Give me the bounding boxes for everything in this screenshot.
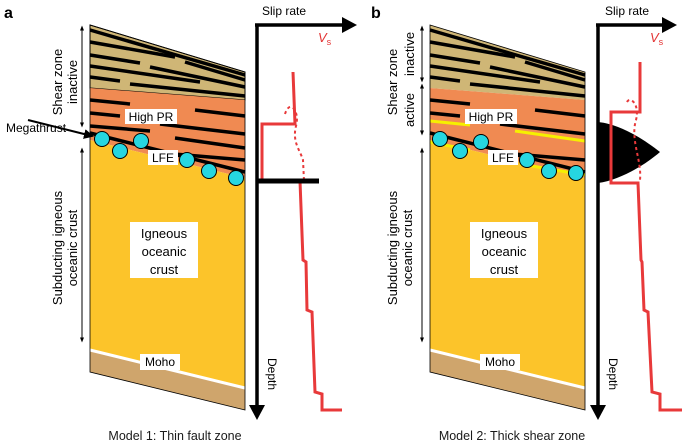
- lfe-circle: [541, 163, 557, 179]
- lfe-circle: [568, 165, 584, 181]
- slip-rate-arrowhead: [342, 17, 357, 33]
- inactive-label: inactive: [65, 60, 80, 104]
- igneous-label-box: [130, 222, 198, 278]
- vs-label: Vs: [318, 30, 332, 47]
- inactive-label: inactive: [402, 32, 417, 76]
- igneous-label-line2: oceanic: [482, 244, 527, 259]
- slip-rate-profile: [598, 122, 660, 183]
- high-pr-label-box: [465, 109, 517, 124]
- subducting-label-line1: Subducting igneous: [385, 190, 400, 305]
- lfe-circle: [473, 134, 489, 150]
- moho-label-box: [140, 354, 180, 370]
- crust-column-a: High PR LFE Igneous oceanic crust Moho: [89, 24, 246, 411]
- panel-letter-b: b: [371, 5, 381, 22]
- sediment-stripes: [429, 28, 586, 98]
- lfe-events: [432, 131, 584, 181]
- sediment-layer: [430, 25, 585, 100]
- slip-rate-label: Slip rate: [605, 4, 649, 18]
- moho-label-box: [480, 354, 520, 370]
- sediment-stripes: [89, 28, 246, 98]
- subducting-label-line1: Subducting igneous: [50, 190, 65, 305]
- high-pr-label: High PR: [129, 110, 174, 124]
- panel-b: b: [371, 4, 682, 443]
- depth-label: Depth: [606, 358, 620, 390]
- panel-letter-a: a: [4, 5, 13, 22]
- vs-profile-dashed: [626, 99, 642, 181]
- lfe-events: [94, 131, 244, 186]
- lfe-circle: [228, 170, 244, 186]
- mantle-layer: [90, 350, 245, 410]
- igneous-label-line3: crust: [490, 262, 519, 277]
- lfe-circle: [133, 133, 149, 149]
- depth-label: Depth: [265, 358, 279, 390]
- lfe-label: LFE: [492, 151, 514, 165]
- slip-rate-arrowhead: [662, 17, 677, 33]
- depth-arrowhead: [590, 405, 606, 420]
- vs-profile-dashed: [284, 106, 305, 182]
- lfe-circle: [112, 143, 128, 159]
- igneous-label-line3: crust: [150, 262, 179, 277]
- crust-column-b: High PR LFE Igneous oceanic crust Moho: [429, 24, 586, 411]
- shear-zone-label: Shear zone: [50, 49, 65, 116]
- vs-profile: [260, 71, 342, 412]
- lfe-circle: [519, 152, 535, 168]
- lfe-circle: [179, 152, 195, 168]
- column-outline: [89, 24, 246, 411]
- panel-a: a: [4, 4, 357, 443]
- lfe-circle: [432, 131, 448, 147]
- lfe-circle: [94, 131, 110, 147]
- igneous-label-line1: Igneous: [481, 226, 528, 241]
- high-pr-label: High PR: [469, 110, 514, 124]
- lfe-circle: [201, 163, 217, 179]
- lfe-label-box: [488, 150, 518, 165]
- lfe-circle: [452, 143, 468, 159]
- moho-label: Moho: [145, 355, 175, 369]
- shear-zone-label: Shear zone: [385, 49, 400, 116]
- subducting-label-line2: oceanic crust: [65, 209, 80, 286]
- caption-a: Model 1: Thin fault zone: [108, 429, 241, 443]
- vs-profile: [609, 62, 682, 412]
- column-outline: [429, 24, 586, 411]
- megathrust-label: Megathrust: [6, 121, 67, 135]
- depth-arrowhead: [249, 405, 265, 420]
- slip-rate-label: Slip rate: [262, 4, 306, 18]
- lfe-label-box: [148, 150, 178, 165]
- mantle-layer: [430, 350, 585, 410]
- active-label: active: [402, 93, 417, 127]
- subducting-label-line2: oceanic crust: [400, 209, 415, 286]
- vs-label: Vs: [650, 30, 664, 47]
- lfe-label: LFE: [152, 151, 174, 165]
- igneous-label-line1: Igneous: [141, 226, 188, 241]
- igneous-label-line2: oceanic: [142, 244, 187, 259]
- caption-b: Model 2: Thick shear zone: [439, 429, 585, 443]
- igneous-label-box: [470, 222, 538, 278]
- high-pr-label-box: [125, 109, 177, 124]
- megathrust-arrow: [27, 119, 94, 139]
- moho-label: Moho: [485, 355, 515, 369]
